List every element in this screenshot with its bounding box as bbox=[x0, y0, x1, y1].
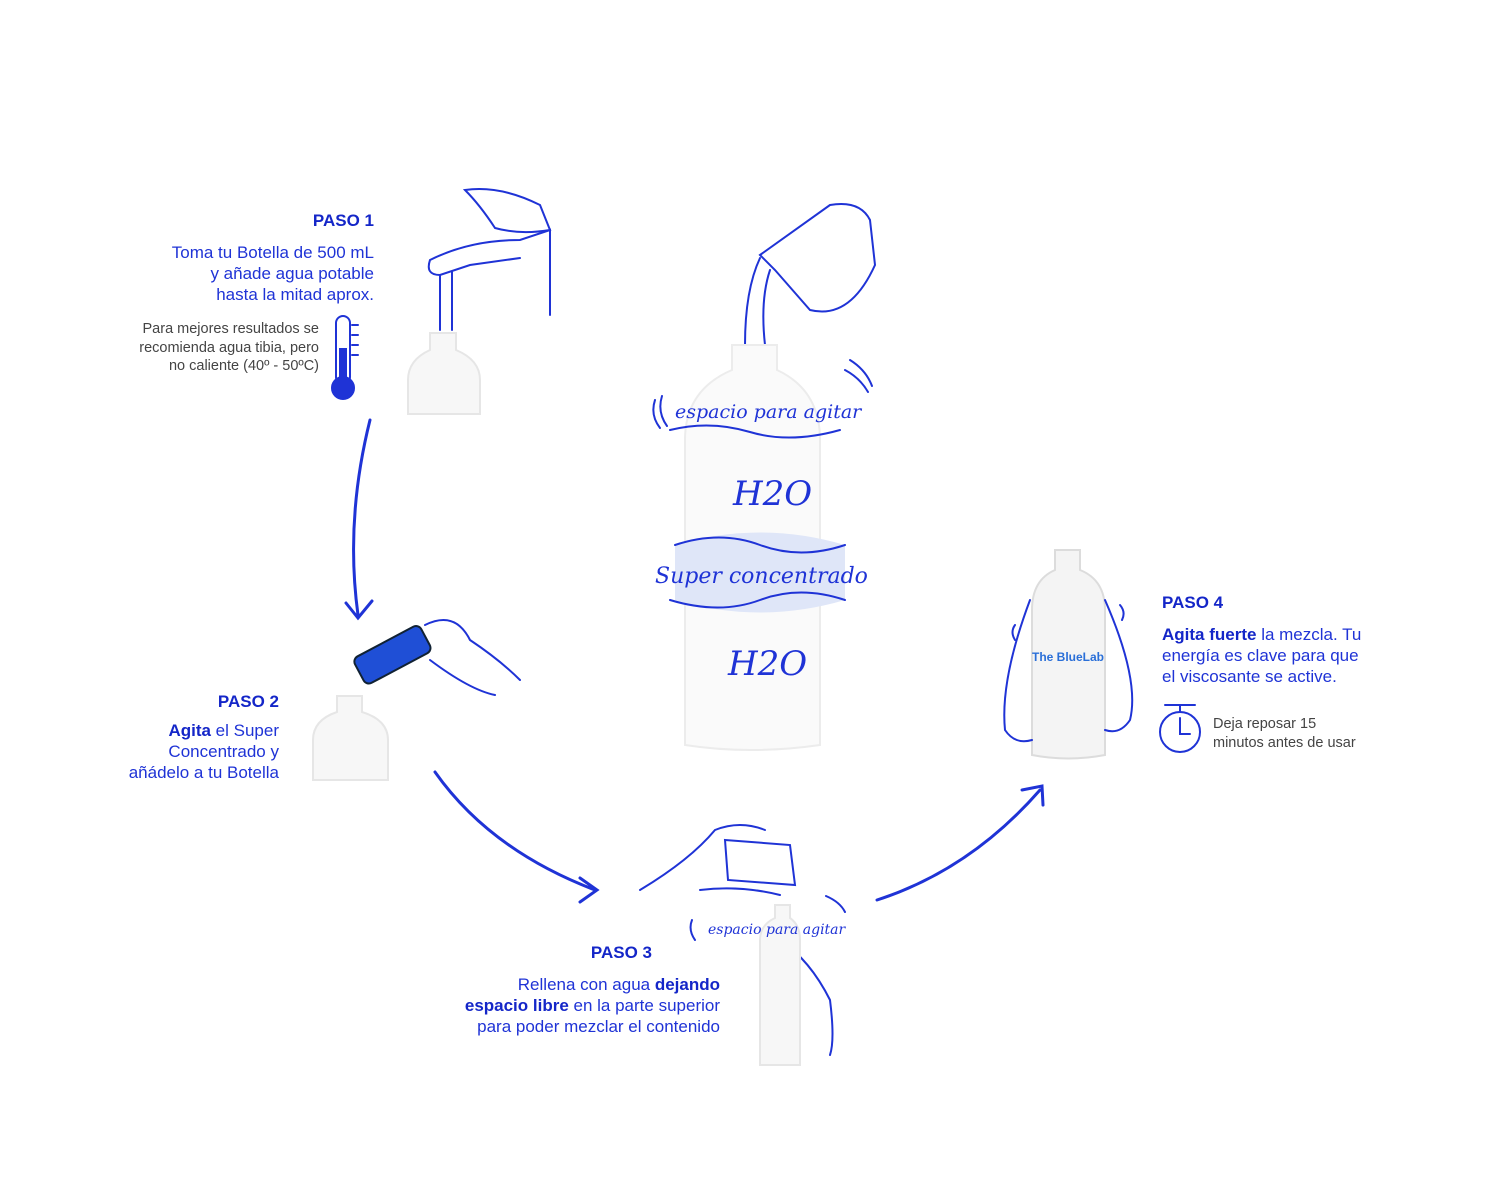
step2-bold: Agita bbox=[168, 721, 211, 740]
step4-line: energía es clave para que bbox=[1162, 646, 1359, 665]
step4-text-a: la mezcla. Tu bbox=[1256, 625, 1362, 644]
step2-title: PASO 2 bbox=[217, 692, 279, 711]
stopwatch-icon bbox=[1159, 704, 1201, 753]
water-label-top: H2O bbox=[732, 474, 812, 514]
shake-space-label-small: espacio para agitar bbox=[708, 922, 847, 938]
step1-line: hasta la mitad aprox. bbox=[216, 285, 374, 304]
bottle-step1 bbox=[407, 332, 481, 415]
step1-line: y añade agua potable bbox=[210, 264, 374, 283]
bottle-step3 bbox=[759, 904, 801, 1066]
step4-note: Deja reposar 15 minutos antes de usar bbox=[1213, 715, 1356, 752]
note-line: recomienda agua tibia, pero bbox=[139, 339, 319, 356]
step1-title: PASO 1 bbox=[312, 211, 374, 230]
note-line: Deja reposar 15 bbox=[1213, 716, 1317, 732]
shaking-bottle-illustration: The BlueLab bbox=[1003, 549, 1134, 760]
hand-with-concentrate-illustration bbox=[353, 619, 521, 696]
step4-bold: Agita fuerte bbox=[1162, 625, 1257, 644]
step2-line: añádelo a tu Botella bbox=[128, 763, 279, 782]
step2-text: Agita el Super Concentrado y añádelo a t… bbox=[129, 720, 279, 783]
step3-title: PASO 3 bbox=[590, 943, 652, 962]
note-line: Para mejores resultados se bbox=[142, 321, 320, 337]
arrow-step1-to-2 bbox=[344, 418, 374, 621]
step3-text: Rellena con agua dejando espacio libre e… bbox=[465, 974, 720, 1037]
shake-space-label: espacio para agitar bbox=[675, 401, 863, 423]
step1-text: Toma tu Botella de 500 mL y añade agua p… bbox=[172, 242, 374, 305]
bottle-step2 bbox=[312, 695, 389, 781]
step4-line: el viscosante se active. bbox=[1162, 667, 1337, 686]
pitcher-illustration bbox=[744, 203, 877, 346]
central-bottle: espacio para agitar H2O Super concentrad… bbox=[652, 344, 873, 751]
step2-line: Concentrado y bbox=[168, 742, 279, 761]
step3-text-b: en la parte superior bbox=[568, 996, 720, 1015]
thermometer-icon bbox=[331, 315, 359, 400]
arrow-step2-to-3 bbox=[433, 770, 600, 904]
step1-line: Toma tu Botella de 500 mL bbox=[171, 243, 374, 262]
arrow-step3-to-4 bbox=[875, 784, 1045, 902]
step3-text-a: Rellena con agua bbox=[517, 975, 655, 994]
note-line: no caliente (40º - 50ºC) bbox=[168, 358, 319, 374]
step3-bold-b: espacio libre bbox=[464, 996, 569, 1015]
step4-text: Agita fuerte la mezcla. Tu energía es cl… bbox=[1162, 624, 1361, 687]
concentrate-label: Super concentrado bbox=[655, 564, 868, 589]
note-line: minutos antes de usar bbox=[1213, 734, 1356, 751]
step2-text-a: el Super bbox=[210, 721, 279, 740]
brand-label: The BlueLab bbox=[1032, 650, 1104, 664]
step1-note: Para mejores resultados se recomienda ag… bbox=[139, 320, 319, 376]
water-label-bottom: H2O bbox=[727, 644, 807, 684]
step3-bold-a: dejando bbox=[654, 975, 720, 994]
step3-text-c: para poder mezclar el contenido bbox=[477, 1017, 720, 1036]
faucet-illustration bbox=[427, 188, 552, 331]
step4-title: PASO 4 bbox=[1162, 593, 1224, 612]
